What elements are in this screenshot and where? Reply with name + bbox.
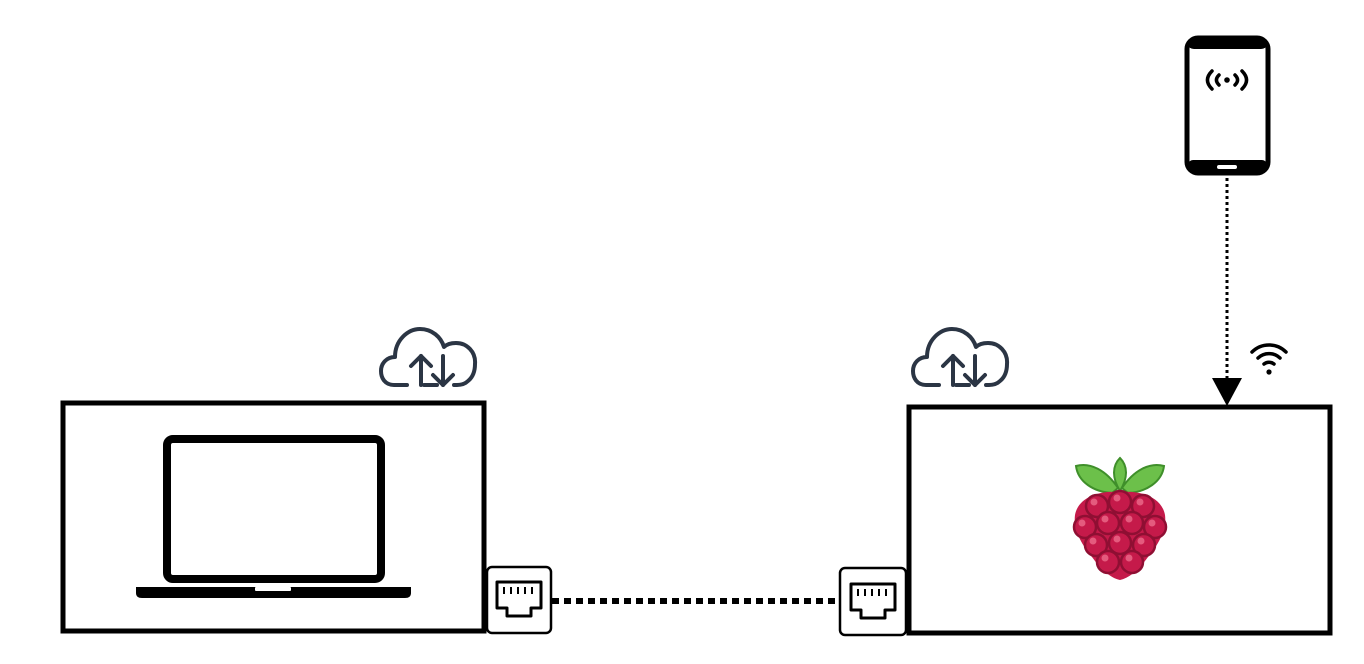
cloud-sync-icon bbox=[911, 327, 1010, 387]
cloud-sync-icon bbox=[379, 327, 478, 387]
laptop-icon bbox=[136, 435, 411, 598]
ethernet-port-icon bbox=[838, 566, 908, 637]
raspberry-pi-icon bbox=[1072, 456, 1168, 580]
wifi-icon bbox=[1250, 343, 1288, 375]
smartphone-broadcast-icon bbox=[1184, 35, 1271, 176]
wireless-connection-arrow bbox=[1212, 172, 1242, 406]
ethernet-port-icon bbox=[485, 565, 553, 635]
